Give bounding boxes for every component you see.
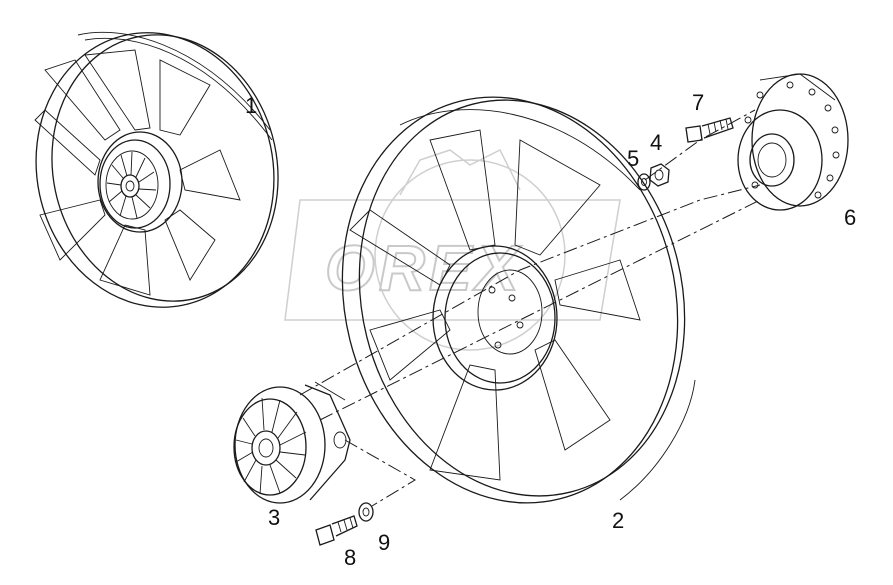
callout-8: 8	[344, 545, 356, 570]
callout-4: 4	[650, 130, 662, 155]
assembly-axis-lines	[299, 109, 761, 507]
fan-part-2	[341, 96, 696, 504]
callout-6: 6	[844, 205, 856, 230]
callout-2: 2	[612, 508, 624, 533]
watermark-text: OREX	[325, 232, 522, 304]
callout-7: 7	[692, 90, 704, 115]
watermark: OREX	[284, 148, 621, 351]
fan-part-1	[34, 31, 279, 308]
nut-part-4	[649, 163, 670, 187]
washer-part-5	[637, 173, 651, 191]
hub-flange-part-6	[737, 73, 849, 211]
callout-9: 9	[378, 530, 390, 555]
clutch-part-3	[233, 381, 351, 504]
callout-1: 1	[245, 93, 257, 118]
callout-5: 5	[627, 146, 639, 171]
bolt-part-7	[685, 117, 734, 143]
washer-part-9	[358, 502, 374, 522]
bolt-part-8	[315, 515, 358, 546]
callout-3: 3	[268, 505, 280, 530]
